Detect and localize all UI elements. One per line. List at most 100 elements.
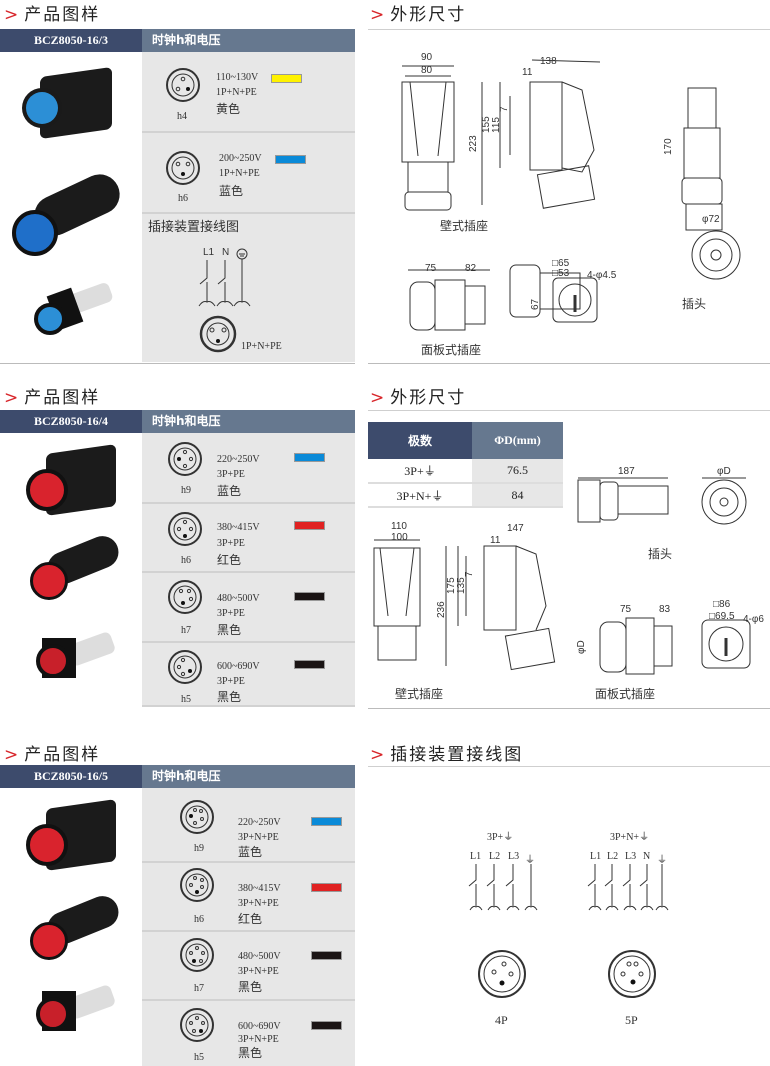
row-divider — [142, 641, 355, 643]
wire-label: ⏚ — [657, 855, 667, 866]
pin-layout-icon — [180, 1008, 214, 1042]
voltage: 480~500V — [217, 593, 260, 604]
color-swatch-red — [311, 883, 342, 892]
caption-panel-socket: 面板式插座 — [595, 687, 656, 701]
clock-position: h9 — [194, 843, 204, 854]
dim-label: 7 — [499, 106, 510, 112]
dim-label: 4-φ4.5 — [587, 270, 617, 281]
dim-label: 83 — [659, 604, 671, 615]
color-swatch-black — [294, 660, 325, 669]
cell-diameter: 76.5 — [472, 459, 563, 484]
color-name: 蓝色 — [217, 484, 242, 498]
caption-plug: 插头 — [682, 297, 707, 311]
color-swatch-blue — [294, 453, 325, 462]
poles: 3P+N+PE — [238, 832, 279, 843]
wire-label: N — [222, 247, 230, 258]
dim-label: 147 — [507, 523, 524, 534]
color-name: 红色 — [217, 553, 242, 567]
section-heading-products-1: >产品图样 — [4, 5, 101, 25]
cell-poles: 3P+N+⏚ — [368, 483, 472, 508]
column-header: 时钟h和电压 — [142, 29, 355, 52]
dim-label: 75 — [425, 263, 437, 274]
socket-label-4p: 4P — [495, 1013, 508, 1027]
dim-label: 11 — [522, 67, 533, 78]
wire-label: L3 — [508, 851, 520, 862]
row-divider — [142, 930, 355, 932]
dim-label: 170 — [663, 138, 674, 155]
dim-label: 223 — [468, 135, 479, 152]
color-swatch-black — [294, 592, 325, 601]
color-name: 黄色 — [216, 102, 241, 116]
voltage: 600~690V — [217, 661, 260, 672]
voltage: 220~250V — [217, 454, 260, 465]
voltage: 380~415V — [238, 883, 281, 894]
dimension-drawings-1 — [401, 59, 741, 331]
table-header: 极数 — [368, 422, 472, 459]
wiring-diagram-5p — [587, 864, 669, 911]
row-divider — [142, 705, 355, 707]
column-header: 时钟h和电压 — [142, 410, 355, 433]
section-heading-dimensions-2: >外形尺寸 — [370, 388, 467, 408]
dim-label: 90 — [421, 52, 433, 63]
dim-label: 82 — [465, 263, 477, 274]
socket-4p-icon — [478, 950, 526, 998]
model-header: BCZ8050-16/3 — [0, 29, 142, 52]
color-name: 黑色 — [217, 690, 242, 704]
voltage: 480~500V — [238, 951, 281, 962]
wire-label: L3 — [625, 851, 637, 862]
dim-label: 236 — [436, 601, 447, 618]
pin-layout-icon — [180, 938, 214, 972]
caption-panel-socket: 面板式插座 — [421, 343, 482, 357]
caption-plug: 插头 — [648, 547, 673, 561]
socket-pin-icon — [199, 315, 237, 353]
pin-layout-icon — [168, 512, 202, 546]
table-header: ΦD(mm) — [472, 422, 563, 459]
socket-5p-icon — [608, 950, 656, 998]
socket-label-5p: 5P — [625, 1013, 638, 1027]
pin-layout-icon — [180, 868, 214, 902]
section-heading-wiring: >插接装置接线图 — [370, 745, 524, 765]
dim-label: 110 — [391, 521, 407, 532]
row-divider — [142, 999, 355, 1001]
poles: 1P+N+PE — [216, 87, 257, 98]
poles: 3P+PE — [217, 608, 245, 619]
dim-label: □65 — [552, 258, 570, 269]
socket-label: 1P+N+PE — [241, 341, 282, 352]
dim-label: 187 — [618, 466, 635, 477]
pin-layout-icon — [168, 442, 202, 476]
wiring-diagram-4p — [468, 864, 538, 911]
dim-label: 75 — [620, 604, 632, 615]
voltage: 380~415V — [217, 522, 260, 533]
wire-label: L2 — [489, 851, 501, 862]
dim-label: 138 — [540, 56, 557, 67]
pin-layout-icon — [180, 800, 214, 834]
caption-wall-socket: 壁式插座 — [395, 687, 444, 701]
dim-label: 67 — [530, 298, 541, 310]
row-divider — [142, 131, 355, 133]
color-name: 蓝色 — [238, 845, 263, 859]
clock-position: h5 — [194, 1052, 204, 1063]
voltage: 110~130V — [216, 72, 259, 83]
dim-label: 115 — [491, 117, 502, 133]
divider — [368, 29, 770, 30]
clock-position: h6 — [181, 555, 191, 566]
clock-position: h6 — [178, 193, 188, 204]
clock-position: h4 — [177, 111, 187, 122]
color-swatch-blue — [275, 155, 306, 164]
dim-label: 11 — [490, 535, 501, 546]
row-divider — [142, 212, 355, 214]
dim-label: 4-φ6 — [743, 614, 764, 625]
row-divider — [142, 571, 355, 573]
dimension-drawings-2 — [373, 477, 751, 675]
dim-label: □86 — [713, 599, 731, 610]
poles: 1P+N+PE — [219, 168, 260, 179]
spec-panel — [142, 788, 355, 1066]
dim-label: 135 — [456, 577, 467, 594]
pin-layout-icon — [168, 580, 202, 614]
wire-label: L2 — [607, 851, 619, 862]
spec-panel — [142, 52, 355, 362]
wire-label: L1 — [590, 851, 602, 862]
voltage: 220~250V — [238, 817, 281, 828]
color-swatch-red — [294, 521, 325, 530]
